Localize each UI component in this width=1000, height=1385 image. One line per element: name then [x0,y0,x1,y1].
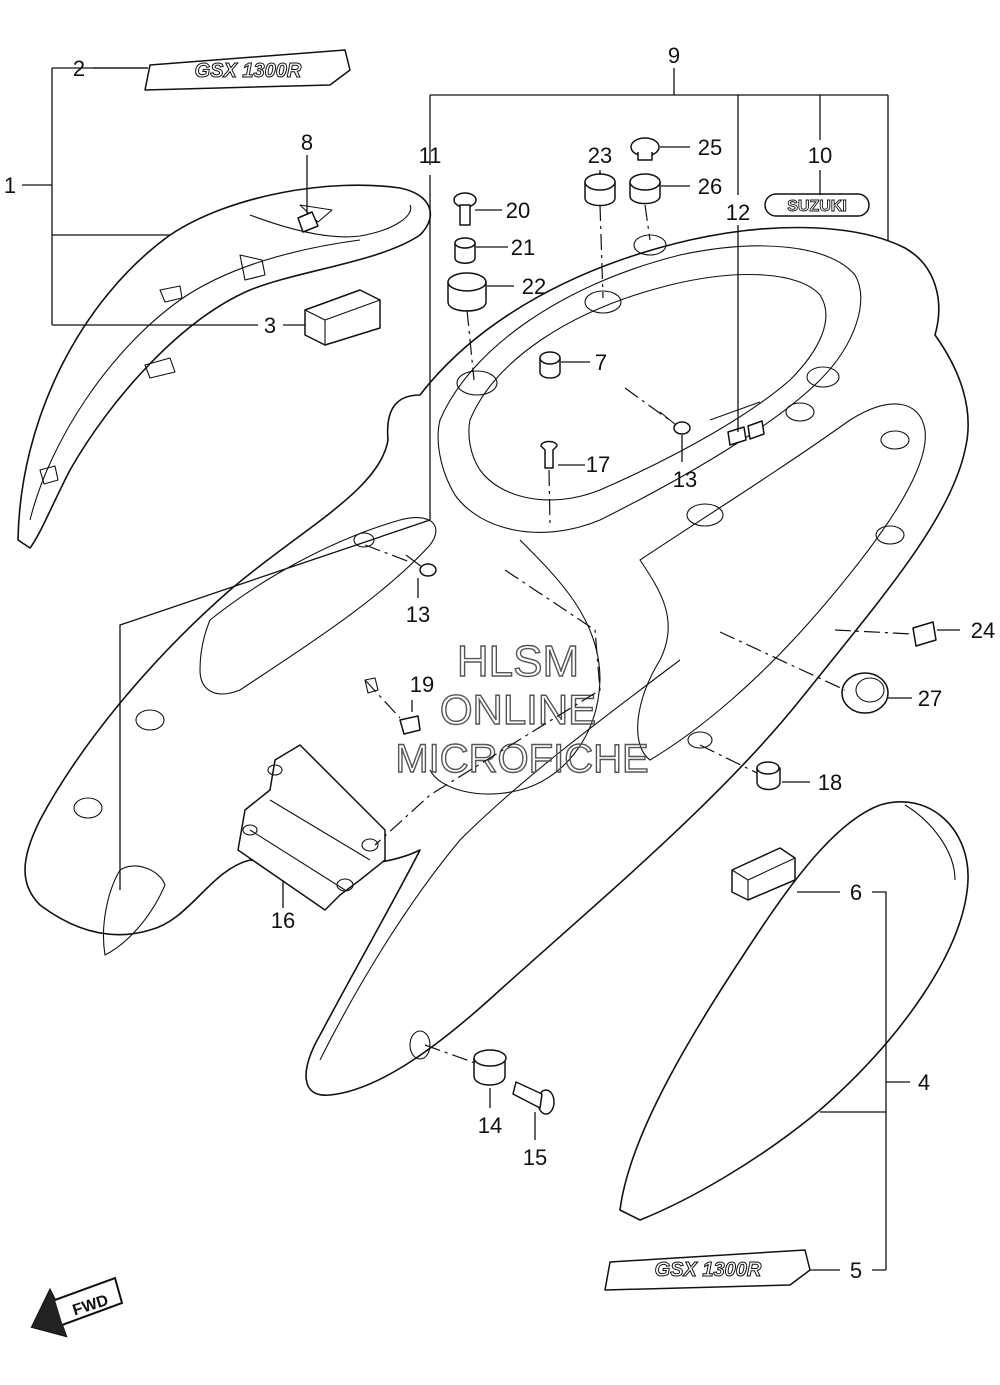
callout-8: 8 [301,130,313,155]
callout-2: 2 [73,56,85,81]
callout-14: 14 [478,1113,502,1138]
watermark-line2: ONLINE [440,686,596,733]
callout-1: 1 [4,173,16,198]
callout-16: 16 [271,908,295,933]
callout-27: 27 [918,686,942,711]
callout-24: 24 [971,618,995,643]
callout-22: 22 [522,274,546,299]
callout-26: 26 [698,174,722,199]
small-parts [297,137,937,1115]
callout-15: 15 [523,1145,547,1170]
leader-lines [22,67,960,1271]
callout-labels: 1 2 3 4 5 6 7 8 9 10 11 12 13 13 14 15 1… [4,43,995,1283]
fwd-arrow: FWD [30,1276,124,1338]
callout-13a: 13 [673,467,697,492]
emblem-gsx-top: GSX 1300R [144,49,351,91]
callout-23: 23 [588,143,612,168]
callout-6: 6 [850,880,862,905]
callout-10: 10 [808,143,832,168]
callout-13b: 13 [406,602,430,627]
seat-tail-cover [24,226,969,1096]
emblem-bottom-text: GSX 1300R [655,1259,762,1281]
right-side-cover [619,801,969,1221]
watermark: HLSM ONLINE MICROFICHE [395,636,650,781]
callout-7: 7 [595,350,607,375]
callout-5: 5 [850,1258,862,1283]
callout-19: 19 [410,672,434,697]
emblem-gsx-bottom: GSX 1300R [604,1249,811,1291]
callout-9: 9 [668,43,680,68]
emblem-top-text: GSX 1300R [195,60,302,82]
callout-11: 11 [419,143,442,168]
watermark-line3: MICROFICHE [395,737,648,781]
watermark-line1: HLSM [457,637,579,686]
emblem-suzuki: SUZUKI [764,193,870,217]
callout-3: 3 [264,313,276,338]
callout-21: 21 [511,235,535,260]
callout-20: 20 [506,198,530,223]
assembly-lines [364,204,913,1064]
suzuki-text: SUZUKI [787,198,847,215]
callout-18: 18 [818,770,842,795]
callout-17: 17 [586,452,610,477]
callout-4: 4 [918,1070,930,1095]
callout-25: 25 [698,135,722,160]
left-frame-cover [17,184,432,549]
callout-12: 12 [726,200,750,225]
bracket [237,744,386,911]
